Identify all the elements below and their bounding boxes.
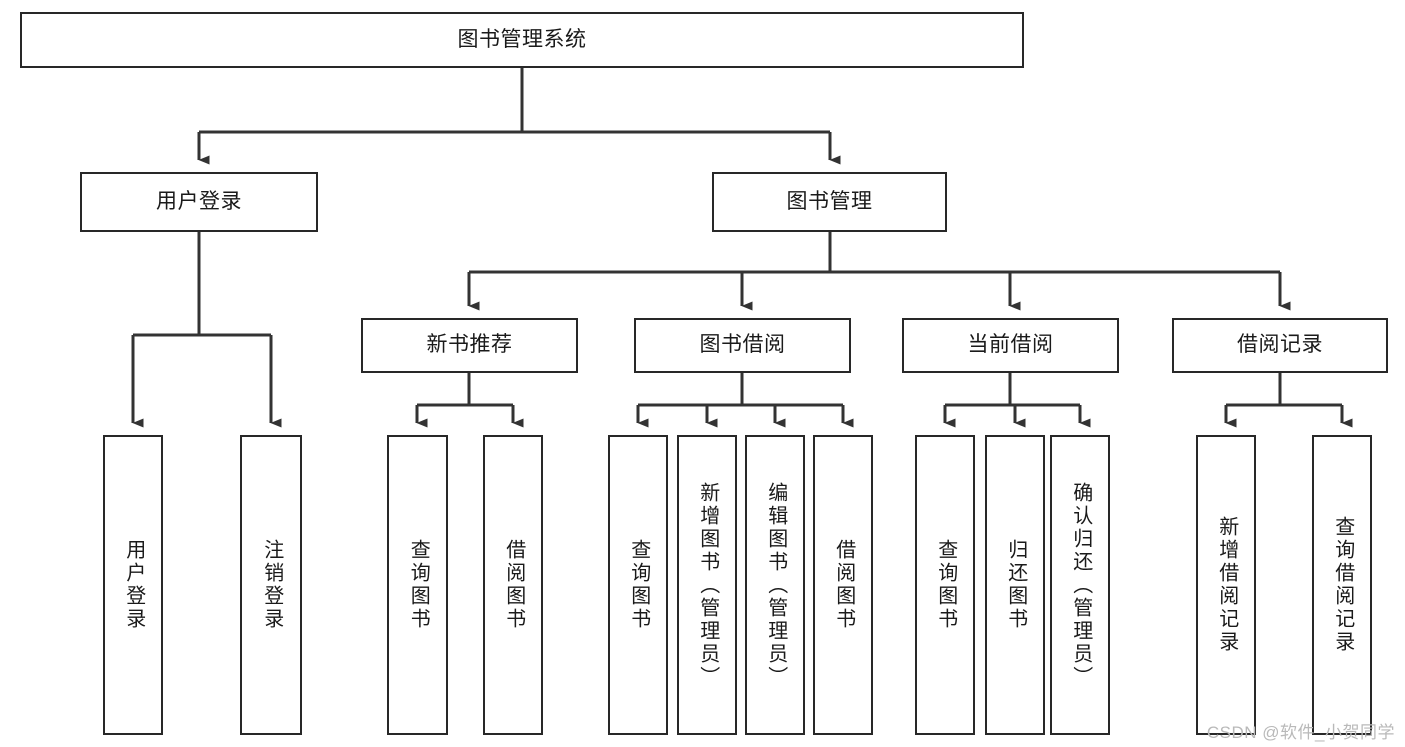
node-leaf-add-book-admin-label: 新增图书（管理员） [696, 481, 719, 689]
node-leaf-add-borrow-record-label: 新增借阅记录 [1215, 516, 1238, 654]
node-leaf-confirm-return-admin[interactable]: 确认归还（管理员） [1050, 435, 1110, 735]
node-leaf-add-book-admin[interactable]: 新增图书（管理员） [677, 435, 737, 735]
node-leaf-query-borrow-record[interactable]: 查询借阅记录 [1312, 435, 1372, 735]
node-borrow-record-label: 借阅记录 [1237, 333, 1323, 357]
node-borrow-record[interactable]: 借阅记录 [1172, 318, 1388, 373]
node-book-borrow[interactable]: 图书借阅 [634, 318, 851, 373]
node-leaf-borrow-book-2-label: 借阅图书 [832, 539, 855, 631]
node-leaf-query-book-3[interactable]: 查询图书 [915, 435, 975, 735]
node-current-borrow-label: 当前借阅 [967, 333, 1054, 357]
node-leaf-borrow-book-2[interactable]: 借阅图书 [813, 435, 873, 735]
node-root-label: 图书管理系统 [457, 27, 587, 51]
node-leaf-user-login-label: 用户登录 [122, 539, 145, 631]
node-current-borrow[interactable]: 当前借阅 [902, 318, 1119, 373]
node-leaf-user-login[interactable]: 用户登录 [103, 435, 163, 735]
node-new-book-recommend[interactable]: 新书推荐 [361, 318, 578, 373]
node-leaf-confirm-return-admin-label: 确认归还（管理员） [1069, 481, 1092, 689]
node-user-login-label: 用户登录 [156, 189, 242, 213]
node-new-book-recommend-label: 新书推荐 [426, 333, 513, 357]
node-leaf-query-book-2-label: 查询图书 [627, 539, 650, 631]
node-root[interactable]: 图书管理系统 [20, 12, 1024, 68]
node-leaf-edit-book-admin[interactable]: 编辑图书（管理员） [745, 435, 805, 735]
node-leaf-edit-book-admin-label: 编辑图书（管理员） [764, 481, 787, 689]
node-leaf-return-book[interactable]: 归还图书 [985, 435, 1045, 735]
node-leaf-query-book-2[interactable]: 查询图书 [608, 435, 668, 735]
node-book-manage[interactable]: 图书管理 [712, 172, 947, 232]
node-leaf-query-book-3-label: 查询图书 [934, 539, 957, 631]
node-leaf-logout-login-label: 注销登录 [260, 539, 283, 631]
node-leaf-borrow-book-1[interactable]: 借阅图书 [483, 435, 543, 735]
node-leaf-add-borrow-record[interactable]: 新增借阅记录 [1196, 435, 1256, 735]
node-book-borrow-label: 图书借阅 [699, 333, 786, 357]
node-user-login[interactable]: 用户登录 [80, 172, 318, 232]
node-leaf-query-borrow-record-label: 查询借阅记录 [1331, 516, 1354, 654]
node-book-manage-label: 图书管理 [786, 189, 873, 213]
watermark-text: CSDN @软件_小贺同学 [1206, 723, 1395, 742]
node-leaf-query-book-1[interactable]: 查询图书 [387, 435, 448, 735]
node-leaf-return-book-label: 归还图书 [1004, 539, 1027, 631]
node-leaf-borrow-book-1-label: 借阅图书 [502, 539, 525, 631]
node-leaf-logout-login[interactable]: 注销登录 [240, 435, 302, 735]
node-leaf-query-book-1-label: 查询图书 [407, 539, 430, 631]
